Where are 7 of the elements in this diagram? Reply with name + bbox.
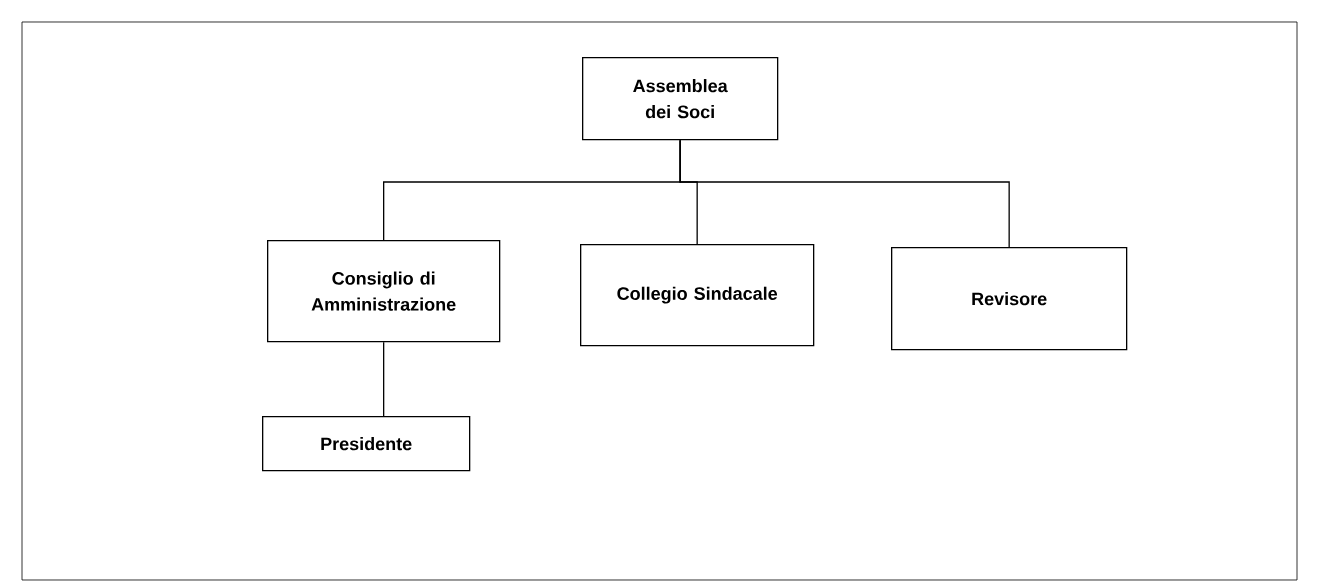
org-box: Presidente — [262, 416, 471, 472]
org-box: Consiglio di Amministrazione — [267, 240, 501, 343]
connector-line — [383, 341, 385, 417]
org-box: Collegio Sindacale — [580, 244, 815, 347]
org-box: Assemblea dei Soci — [582, 57, 779, 141]
connector-line — [679, 139, 1010, 248]
org-box: Revisore — [891, 247, 1128, 351]
